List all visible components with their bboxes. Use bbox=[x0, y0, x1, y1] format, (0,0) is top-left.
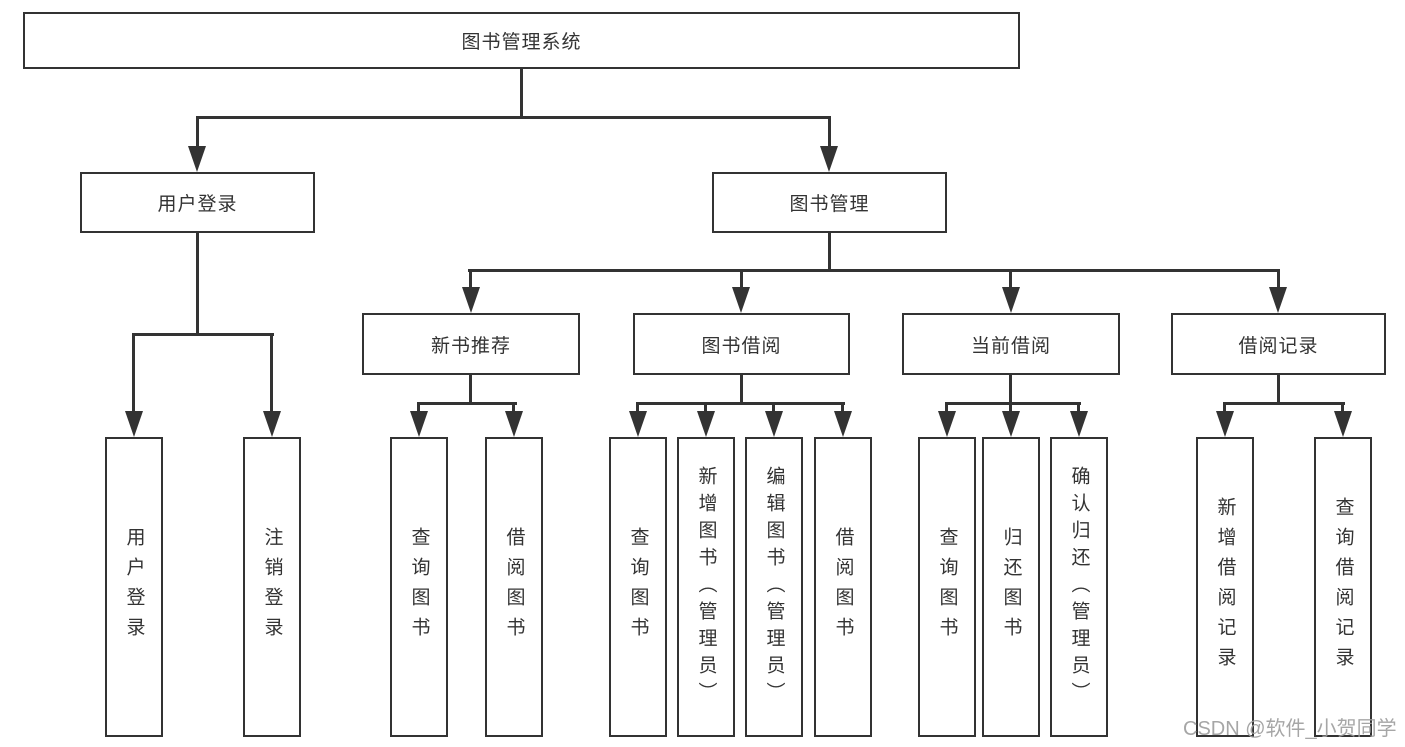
connector-hline bbox=[1223, 402, 1345, 405]
arrowhead-down bbox=[938, 411, 956, 437]
leaf-query-books-borrowing: 查询图书 bbox=[609, 437, 667, 737]
connector-vline bbox=[196, 116, 199, 150]
node-book-borrowing: 图书借阅 bbox=[633, 313, 850, 375]
leaf-logout: 注销登录 bbox=[243, 437, 301, 737]
connector-vline bbox=[1009, 375, 1012, 405]
leaf-borrow-books-recommend: 借阅图书 bbox=[485, 437, 543, 737]
leaf-query-books-current: 查询图书 bbox=[918, 437, 976, 737]
arrowhead-down bbox=[410, 411, 428, 437]
arrowhead-down bbox=[629, 411, 647, 437]
connector-vline bbox=[945, 402, 948, 414]
leaf-label: 确认归还（管理员） bbox=[1068, 465, 1090, 709]
leaf-label: 借阅图书 bbox=[503, 527, 525, 647]
connector-vline bbox=[196, 233, 199, 336]
connector-vline bbox=[704, 402, 707, 414]
connector-vline bbox=[270, 333, 273, 413]
connector-vline bbox=[1077, 402, 1080, 414]
leaf-borrow-books: 借阅图书 bbox=[814, 437, 872, 737]
leaf-label: 查询图书 bbox=[627, 527, 649, 647]
connector-vline bbox=[520, 68, 523, 119]
leaf-confirm-return-admin: 确认归还（管理员） bbox=[1050, 437, 1108, 737]
arrowhead-down bbox=[505, 411, 523, 437]
node-user-login: 用户登录 bbox=[80, 172, 315, 233]
connector-vline bbox=[417, 402, 420, 414]
leaf-add-borrow-record: 新增借阅记录 bbox=[1196, 437, 1254, 737]
connector-vline bbox=[1009, 402, 1012, 414]
leaf-add-book-admin: 新增图书（管理员） bbox=[677, 437, 735, 737]
connector-hline bbox=[945, 402, 1081, 405]
leaf-label: 新增借阅记录 bbox=[1214, 497, 1236, 677]
connector-vline bbox=[469, 375, 472, 405]
arrowhead-down bbox=[1216, 411, 1234, 437]
node-current-borrowing: 当前借阅 bbox=[902, 313, 1120, 375]
arrowhead-down bbox=[1334, 411, 1352, 437]
connector-hline bbox=[132, 333, 274, 336]
leaf-label: 用户登录 bbox=[123, 527, 145, 647]
connector-vline bbox=[1341, 402, 1344, 414]
arrowhead-down bbox=[1002, 287, 1020, 313]
leaf-label: 归还图书 bbox=[1000, 527, 1022, 647]
arrowhead-down bbox=[1269, 287, 1287, 313]
connector-vline bbox=[772, 402, 775, 414]
connector-vline bbox=[469, 269, 472, 291]
connector-vline bbox=[828, 116, 831, 150]
leaf-label: 编辑图书（管理员） bbox=[763, 465, 785, 709]
arrowhead-down bbox=[765, 411, 783, 437]
connector-vline bbox=[1277, 375, 1280, 405]
arrowhead-down bbox=[820, 146, 838, 172]
arrowhead-down bbox=[125, 411, 143, 437]
arrowhead-down bbox=[462, 287, 480, 313]
node-book-management: 图书管理 bbox=[712, 172, 947, 233]
connector-hline bbox=[196, 116, 831, 119]
connector-vline bbox=[740, 375, 743, 405]
arrowhead-down bbox=[188, 146, 206, 172]
connector-vline bbox=[1009, 269, 1012, 291]
arrowhead-down bbox=[697, 411, 715, 437]
arrowhead-down bbox=[1070, 411, 1088, 437]
node-new-book-recommendation: 新书推荐 bbox=[362, 313, 580, 375]
leaf-label: 查询图书 bbox=[936, 527, 958, 647]
node-borrowing-records: 借阅记录 bbox=[1171, 313, 1386, 375]
leaf-user-login: 用户登录 bbox=[105, 437, 163, 737]
connector-vline bbox=[1223, 402, 1226, 414]
connector-vline bbox=[828, 233, 831, 272]
leaf-label: 查询图书 bbox=[408, 527, 430, 647]
arrowhead-down bbox=[732, 287, 750, 313]
leaf-edit-book-admin: 编辑图书（管理员） bbox=[745, 437, 803, 737]
leaf-label: 新增图书（管理员） bbox=[695, 465, 717, 709]
leaf-label: 借阅图书 bbox=[832, 527, 854, 647]
connector-vline bbox=[636, 402, 639, 414]
leaf-query-books-recommend: 查询图书 bbox=[390, 437, 448, 737]
connector-vline bbox=[841, 402, 844, 414]
leaf-return-book: 归还图书 bbox=[982, 437, 1040, 737]
arrowhead-down bbox=[263, 411, 281, 437]
connector-hline bbox=[468, 269, 1280, 272]
leaf-label: 注销登录 bbox=[261, 527, 283, 647]
connector-hline bbox=[636, 402, 845, 405]
csdn-watermark: CSDN @软件_小贺同学 bbox=[1183, 718, 1397, 740]
arrowhead-down bbox=[834, 411, 852, 437]
node-library-management-system: 图书管理系统 bbox=[23, 12, 1020, 69]
connector-hline bbox=[417, 402, 517, 405]
connector-vline bbox=[132, 333, 135, 413]
connector-vline bbox=[740, 269, 743, 291]
leaf-label: 查询借阅记录 bbox=[1332, 497, 1354, 677]
connector-vline bbox=[1277, 269, 1280, 291]
arrowhead-down bbox=[1002, 411, 1020, 437]
leaf-query-borrow-record: 查询借阅记录 bbox=[1314, 437, 1372, 737]
connector-vline bbox=[512, 402, 515, 414]
